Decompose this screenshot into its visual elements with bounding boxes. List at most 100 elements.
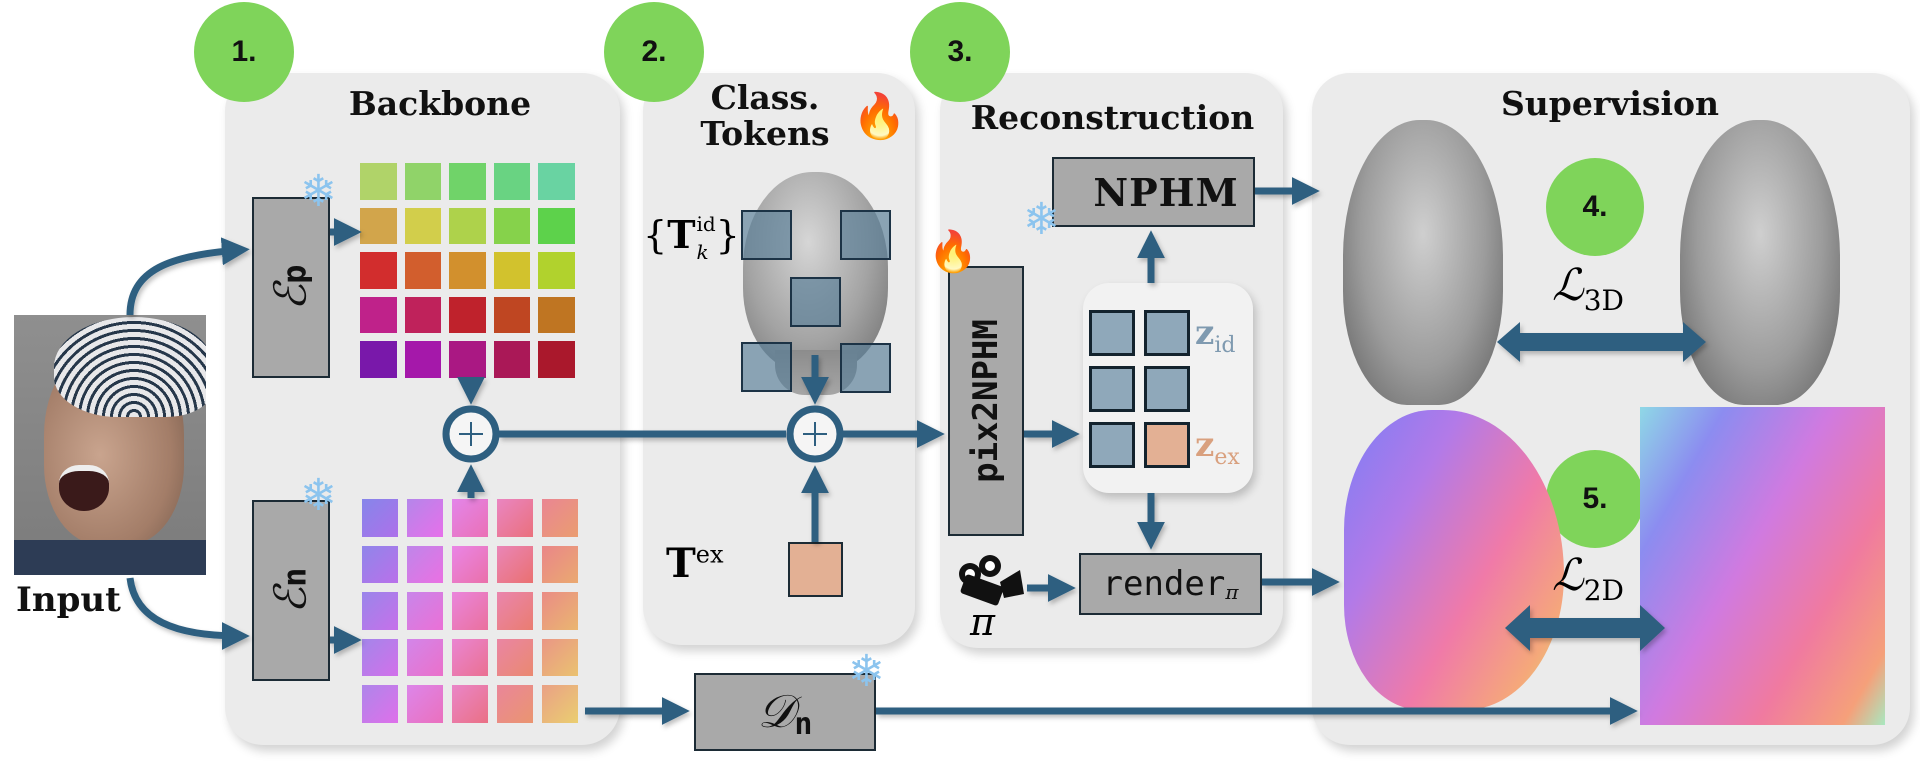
feature-patch (449, 163, 486, 200)
feature-patch (497, 545, 533, 584)
z-id-subscript: id (1214, 332, 1236, 358)
encoder-p-box: ℰp (252, 197, 330, 378)
feature-patch (497, 499, 533, 537)
input-photo (14, 315, 206, 575)
token-superscript-id: id (696, 211, 716, 236)
target-mesh (1680, 120, 1840, 405)
feature-patch (362, 499, 398, 537)
feature-patch (538, 252, 575, 289)
feature-patch (542, 638, 578, 677)
arrow-input-to-encoder-p (126, 237, 250, 316)
id-token (840, 210, 891, 260)
loss-2d-subscript: 2D (1583, 573, 1624, 607)
step-badge-2: 2. (604, 2, 704, 102)
snowflake-icon: ❄ (848, 646, 885, 697)
decoder-subscript: n (794, 706, 813, 742)
id-token (840, 343, 891, 393)
feature-patch (542, 592, 578, 630)
pix2nphm-box: pix2NPHM (948, 266, 1024, 536)
step-badge-3: 3. (910, 2, 1010, 102)
feature-patch (449, 296, 486, 334)
nphm-box: NPHM (1052, 157, 1255, 227)
feature-patch (407, 638, 443, 677)
encoder-p-symbol: ℰ (265, 283, 317, 311)
feature-patch (542, 499, 578, 537)
feature-patch (407, 545, 443, 584)
feature-patch (404, 296, 442, 334)
encoder-n-label: ℰn (266, 568, 317, 614)
input-headwrap (54, 317, 206, 417)
feature-patch (404, 341, 442, 378)
encoder-p-label: ℰp (266, 265, 317, 311)
z-ex-label: zex (1195, 425, 1240, 470)
feature-grid-n (362, 499, 578, 723)
loss-symbol: ℒ (1552, 550, 1584, 601)
token-superscript-ex: ex (695, 540, 724, 569)
loss-3d-subscript: 3D (1583, 283, 1624, 317)
feature-patch (449, 341, 486, 378)
feature-patch (452, 685, 488, 723)
feature-patch (362, 545, 398, 584)
feature-patch (449, 207, 486, 245)
z-id-token (1089, 310, 1135, 356)
render-label: render (1102, 564, 1226, 604)
encoder-n-subscript: n (275, 567, 314, 587)
encoder-n-box: ℰn (252, 500, 330, 681)
arrow-input-to-encoder-n (126, 577, 250, 650)
predicted-mesh (1343, 120, 1503, 405)
id-token (741, 342, 792, 392)
z-ex-token (1144, 422, 1190, 468)
loss-symbol: ℒ (1552, 260, 1584, 311)
input-label: Input (16, 580, 121, 620)
feature-patch (497, 638, 533, 677)
feature-patch (407, 685, 443, 723)
feature-patch (493, 341, 531, 378)
reconstruction-title: Reconstruction (970, 98, 1255, 137)
loss-2d-label: ℒ2D (1552, 550, 1624, 607)
target-normal-map (1640, 407, 1885, 725)
feature-patch (452, 592, 488, 630)
feature-patch (360, 296, 397, 334)
feature-patch (493, 296, 531, 334)
ex-token-label: Tex (666, 540, 724, 587)
feature-patch (360, 252, 397, 289)
id-token (790, 277, 841, 327)
step-badge-4: 4. (1546, 158, 1644, 256)
snowflake-icon: ❄ (1023, 194, 1060, 245)
snowflake-icon: ❄ (300, 470, 337, 521)
loss-3d-label: ℒ3D (1552, 260, 1624, 317)
feature-patch (449, 252, 486, 289)
feature-patch (362, 638, 398, 677)
feature-patch (362, 685, 398, 723)
z-ex-subscript: ex (1214, 444, 1240, 470)
snowflake-icon: ❄ (300, 166, 337, 217)
feature-patch (452, 545, 488, 584)
id-tokens-label: {T id k } (643, 211, 740, 262)
encoder-n-symbol: ℰ (265, 586, 317, 614)
feature-patch (404, 207, 442, 245)
feature-patch (360, 163, 397, 200)
pix2nphm-label: pix2NPHM (966, 319, 1007, 483)
token-symbol-t: T (667, 212, 696, 257)
z-id-label: zid (1195, 313, 1235, 358)
supervision-title: Supervision (1500, 84, 1720, 123)
feature-patch (493, 207, 531, 245)
feature-patch (493, 163, 531, 200)
feature-patch (538, 163, 575, 200)
feature-patch (362, 592, 398, 630)
step-badge-5: 5. (1546, 450, 1644, 548)
token-symbol-t: T (666, 540, 696, 587)
feature-patch (493, 252, 531, 289)
feature-patch (360, 341, 397, 378)
fire-icon: 🔥 (928, 229, 978, 275)
feature-patch (452, 499, 488, 537)
feature-grid-p (360, 163, 575, 378)
feature-patch (497, 592, 533, 630)
feature-patch (542, 685, 578, 723)
feature-patch (407, 499, 443, 537)
fire-icon: 🔥 (852, 91, 907, 142)
feature-patch (542, 545, 578, 584)
input-mouth (59, 465, 109, 511)
